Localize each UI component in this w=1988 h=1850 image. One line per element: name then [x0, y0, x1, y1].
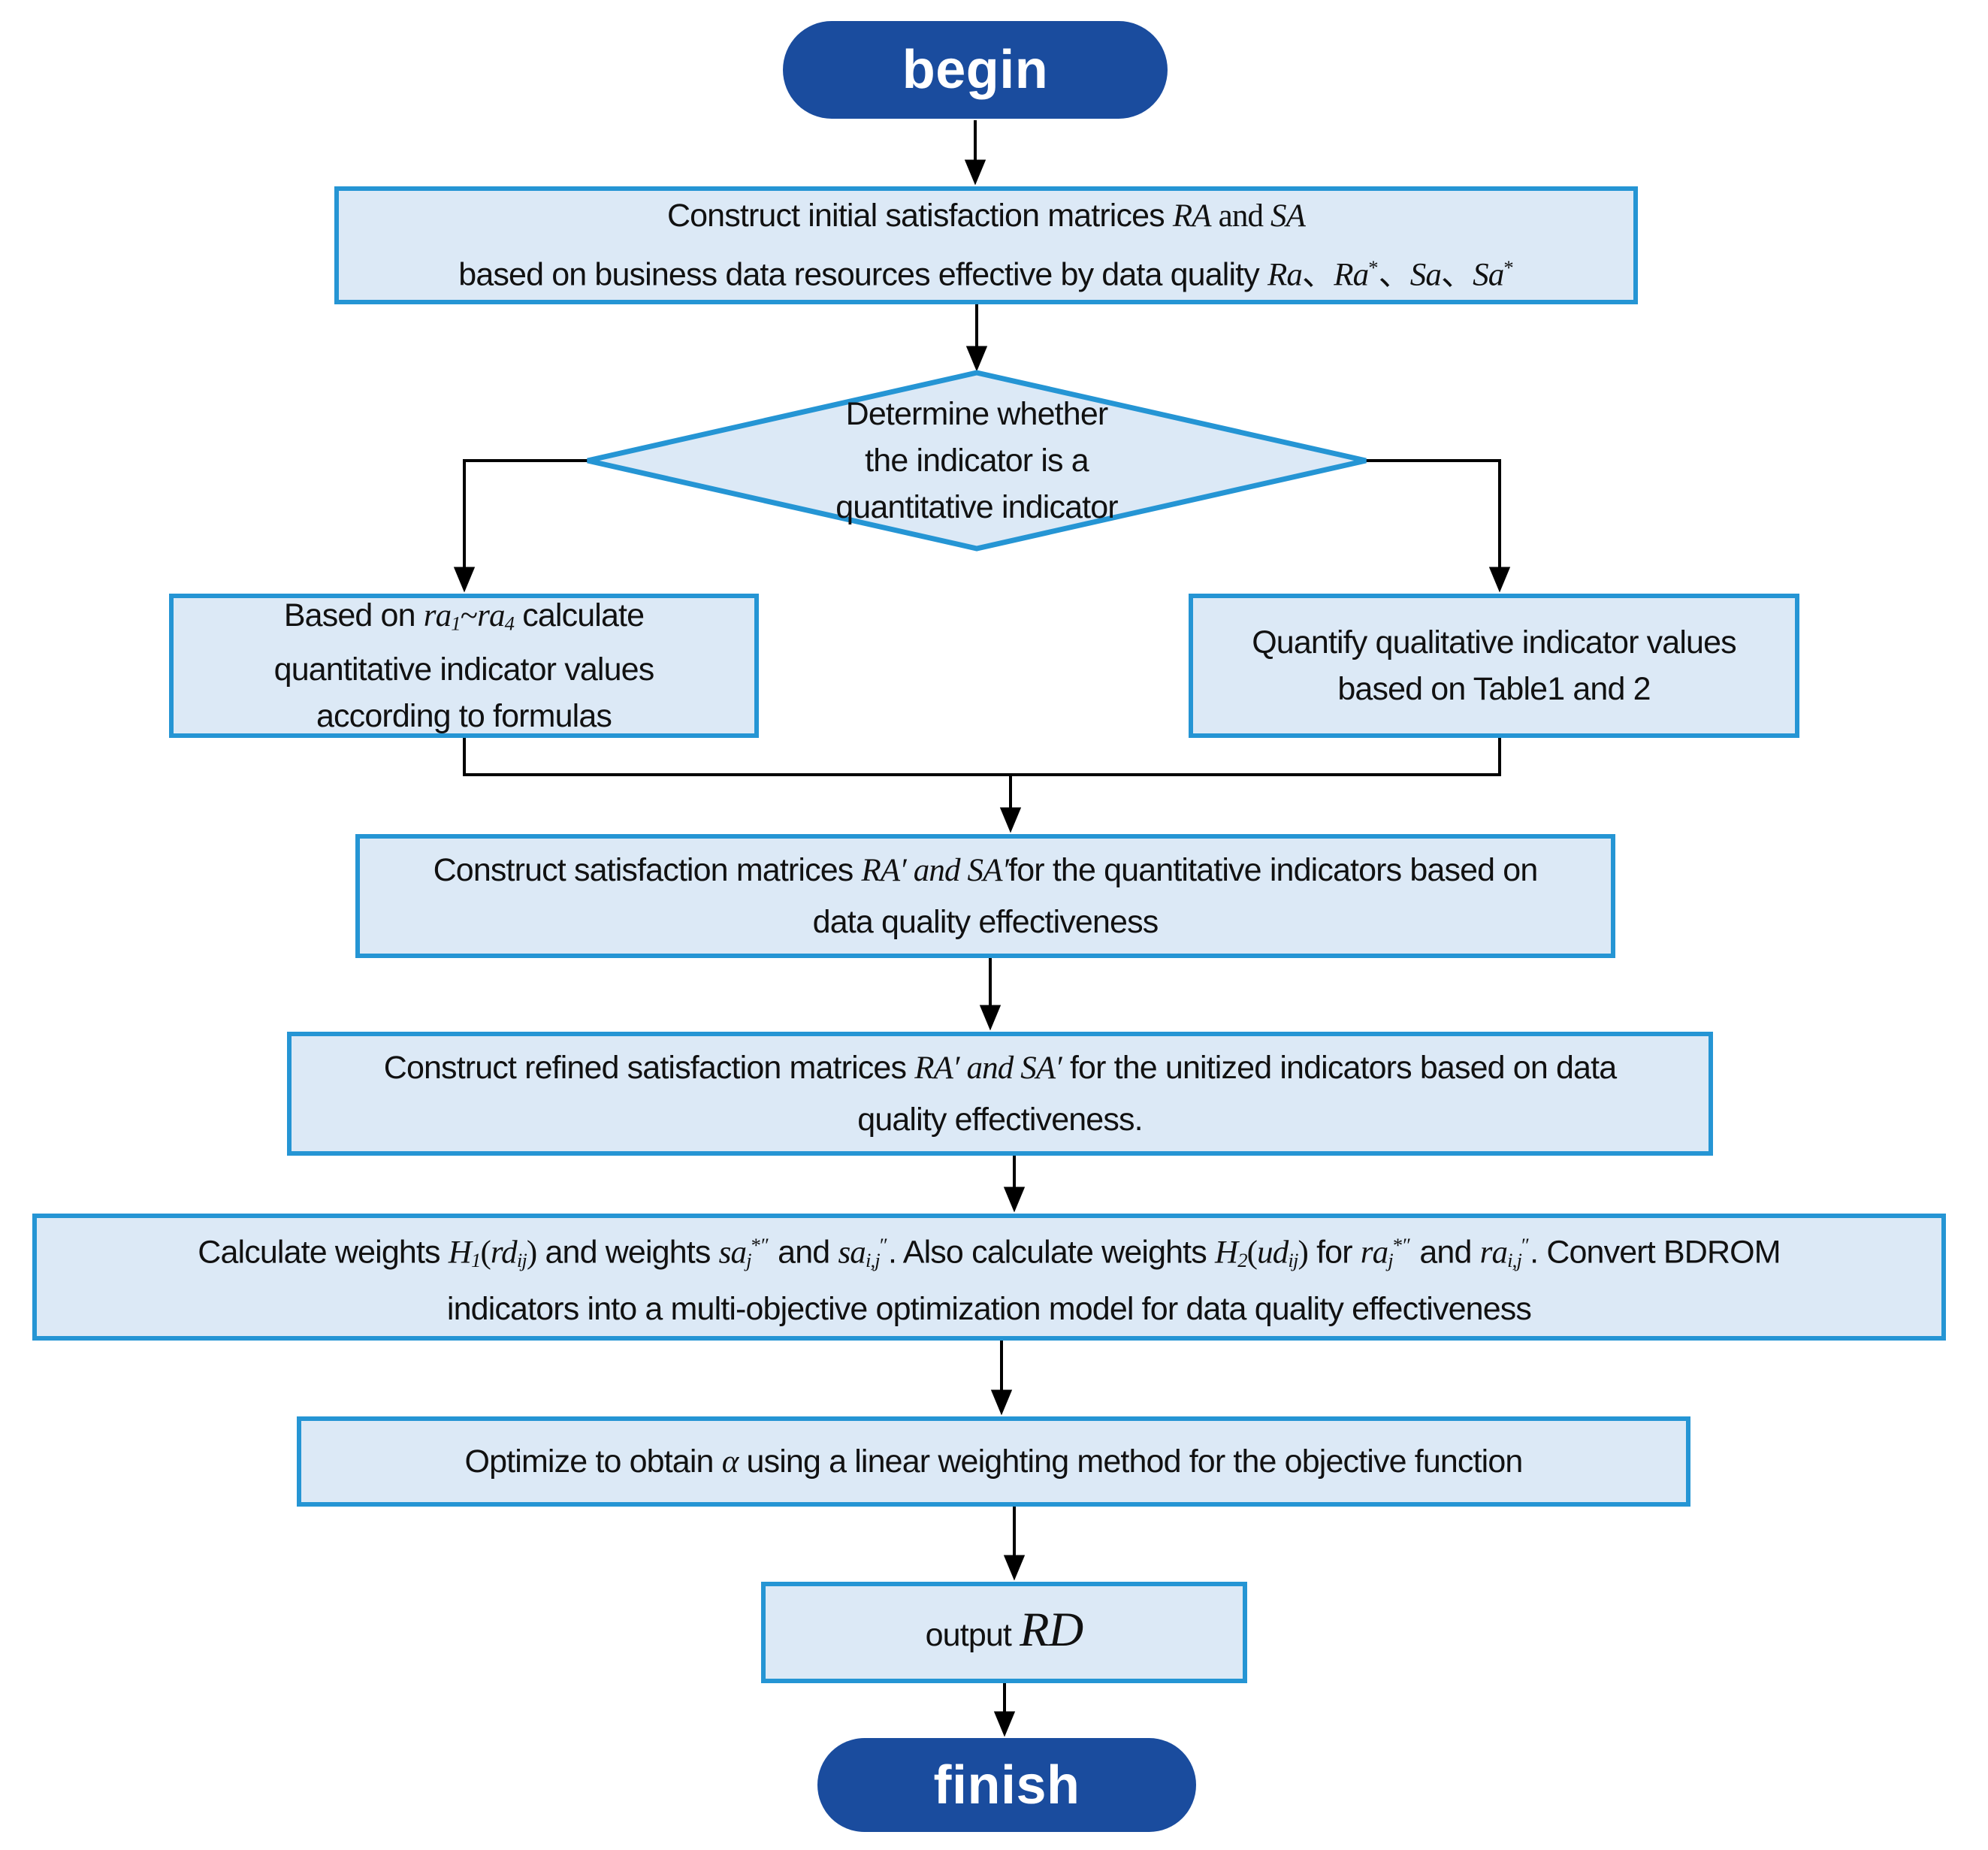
- process-construct-satisfaction-matrices: Construct satisfaction matrices RA′ and …: [355, 834, 1615, 958]
- connector-decision-to-quantitative-branch: [453, 459, 589, 593]
- process-quantitative-indicator-calc: Based on ra1~ra4 calculate quantitative …: [169, 594, 759, 738]
- node-line: Construct initial satisfaction matrices …: [666, 197, 1306, 234]
- node-label: finish: [933, 1755, 1080, 1815]
- decision-diamond-shape: [587, 370, 1367, 552]
- process-optimize-alpha: Optimize to obtain α using a linear weig…: [297, 1416, 1690, 1507]
- node-line: output RD: [925, 1603, 1084, 1656]
- node-label: begin: [902, 40, 1049, 100]
- terminal-begin: begin: [783, 21, 1168, 119]
- node-line: Calculate weights H1(rdij) and weights s…: [198, 1233, 1781, 1271]
- process-calculate-weights: Calculate weights H1(rdij) and weights s…: [32, 1214, 1946, 1341]
- terminal-finish: finish: [817, 1738, 1196, 1832]
- decision-quantitative-indicator: Determine whether the indicator is a qua…: [740, 387, 1213, 534]
- node-line: according to formulas: [316, 698, 612, 735]
- node-line: Quantify qualitative indicator values: [1252, 624, 1736, 660]
- connector-decision-to-qualitative-branch: [1364, 459, 1511, 593]
- node-line: Construct satisfaction matrices RA′ and …: [433, 852, 1539, 888]
- connector-branches-merge: [463, 738, 1501, 776]
- node-line: Construct refined satisfaction matrices …: [383, 1050, 1617, 1086]
- node-line: based on Table1 and 2: [1337, 671, 1651, 707]
- node-line: Based on ra1~ra4 calculate: [283, 597, 645, 635]
- process-construct-refined-matrices: Construct refined satisfaction matrices …: [287, 1032, 1713, 1156]
- node-line: quantitative indicator: [835, 489, 1118, 525]
- node-line: the indicator is a: [865, 443, 1089, 479]
- node-line: quality effectiveness.: [857, 1102, 1143, 1138]
- node-line: Determine whether: [845, 396, 1109, 432]
- node-line: indicators into a multi-objective optimi…: [446, 1291, 1532, 1328]
- process-output-rd: output RD: [761, 1582, 1247, 1683]
- node-line: quantitative indicator values: [273, 651, 655, 688]
- node-line: data quality effectiveness: [812, 904, 1159, 940]
- node-line: based on business data resources effecti…: [458, 255, 1514, 293]
- node-line: Optimize to obtain α using a linear weig…: [464, 1443, 1524, 1480]
- process-construct-initial-matrices: Construct initial satisfaction matrices …: [334, 186, 1638, 304]
- process-qualitative-indicator-quantify: Quantify qualitative indicator values ba…: [1189, 594, 1799, 738]
